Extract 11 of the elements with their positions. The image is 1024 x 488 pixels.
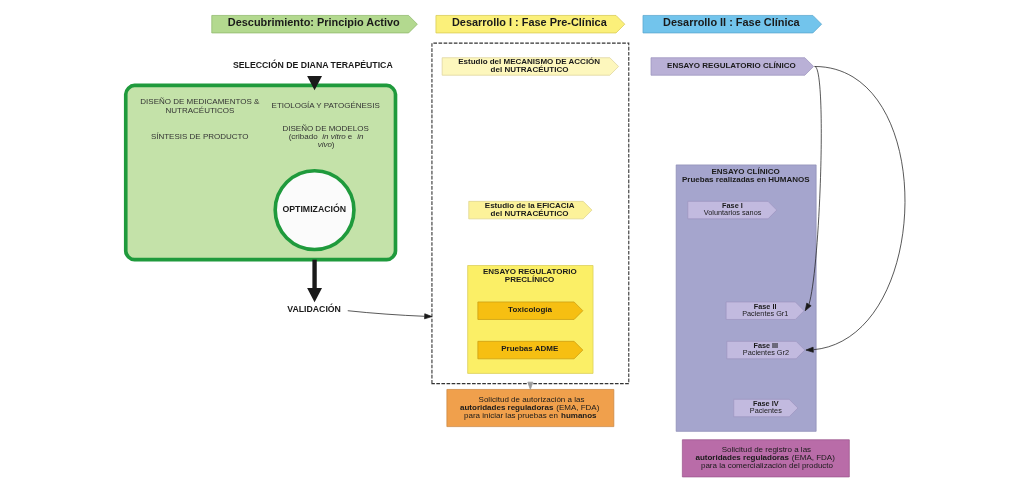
node-box: Solicitud de registro a las autoridades reguladoras (EMA, FDA) para la comercialización del producto [681,439,850,478]
node-box: Solicitud de autorización a las autoridades reguladoras (EMA, FDA) para iniciar las pruebas en humanos [446,389,614,427]
arrow [804,66,822,312]
cluster [430,42,629,385]
arrow [346,310,432,320]
arrow [805,66,905,353]
node-circle: OPTIMIZACIÓN [272,168,356,252]
node-text: VALIDACIÓN [286,304,341,315]
node-text: SELECCIÓN DE DIANA TERAPÉUTICA [232,60,393,71]
arrow [306,75,322,91]
arrow [306,259,322,303]
